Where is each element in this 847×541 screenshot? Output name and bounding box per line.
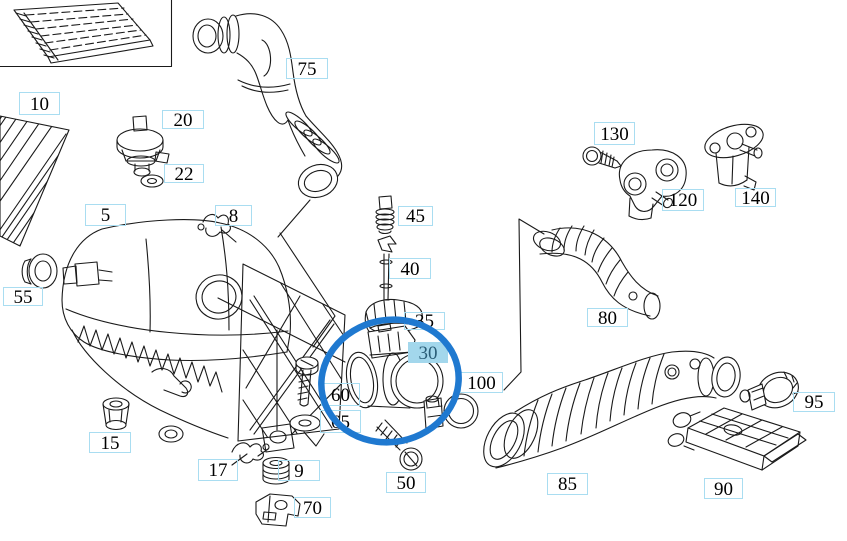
part-label-120[interactable]: 120 [662,189,704,211]
part-label-9[interactable]: 9 [278,460,320,482]
part-label-80[interactable]: 80 [587,308,628,328]
boxed-filter-element [14,3,153,63]
part-label-90[interactable]: 90 [704,478,743,500]
part-label-55[interactable]: 55 [3,287,43,307]
part-label-15[interactable]: 15 [89,432,131,454]
part-70-clamp-bracket [256,494,300,526]
part-label-10[interactable]: 10 [19,92,60,115]
part-label-5[interactable]: 5 [85,204,126,226]
part-label-70[interactable]: 70 [294,497,331,519]
part-60-screw [296,357,318,406]
part-label-85[interactable]: 85 [547,473,588,495]
part-label-130[interactable]: 130 [594,122,635,145]
part-label-100[interactable]: 100 [460,372,503,394]
part-20-vent-valve [117,116,169,176]
part-90-air-duct-cover [666,408,806,470]
part-15-rubber-mount [103,398,129,430]
part-45-screw [376,196,394,234]
part-140-idle-air-valve [701,118,767,190]
inset-frame [0,0,172,67]
part-label-35[interactable]: 35 [404,312,445,331]
part-label-30[interactable]: 30 [408,342,448,364]
part-label-95[interactable]: 95 [793,392,835,413]
part-label-65[interactable]: 65 [320,410,361,433]
part-label-75[interactable]: 75 [286,58,328,80]
part-label-40[interactable]: 40 [389,258,431,280]
part-8-retaining-clip [198,215,236,242]
part-85-corrugated-intake-hose [475,351,742,473]
part-95-hose-clamp-large [740,366,804,415]
part-label-45[interactable]: 45 [398,206,433,227]
part-label-60[interactable]: 60 [321,383,360,406]
part-17-spring-clip [232,443,269,463]
leader-lines [218,200,544,465]
part-55-grommet [22,254,57,288]
part-label-140[interactable]: 140 [735,188,776,208]
part-130-sensor-screw [583,147,621,168]
part-label-20[interactable]: 20 [162,110,204,130]
part-label-50[interactable]: 50 [386,472,426,494]
part-label-17[interactable]: 17 [198,459,238,481]
part-75-intake-elbow-hose [193,14,342,203]
part-22-seal-washer [141,175,163,187]
part-label-8[interactable]: 8 [215,205,252,227]
part-80-corrugated-hose [531,226,660,319]
part-label-22[interactable]: 22 [164,164,204,184]
